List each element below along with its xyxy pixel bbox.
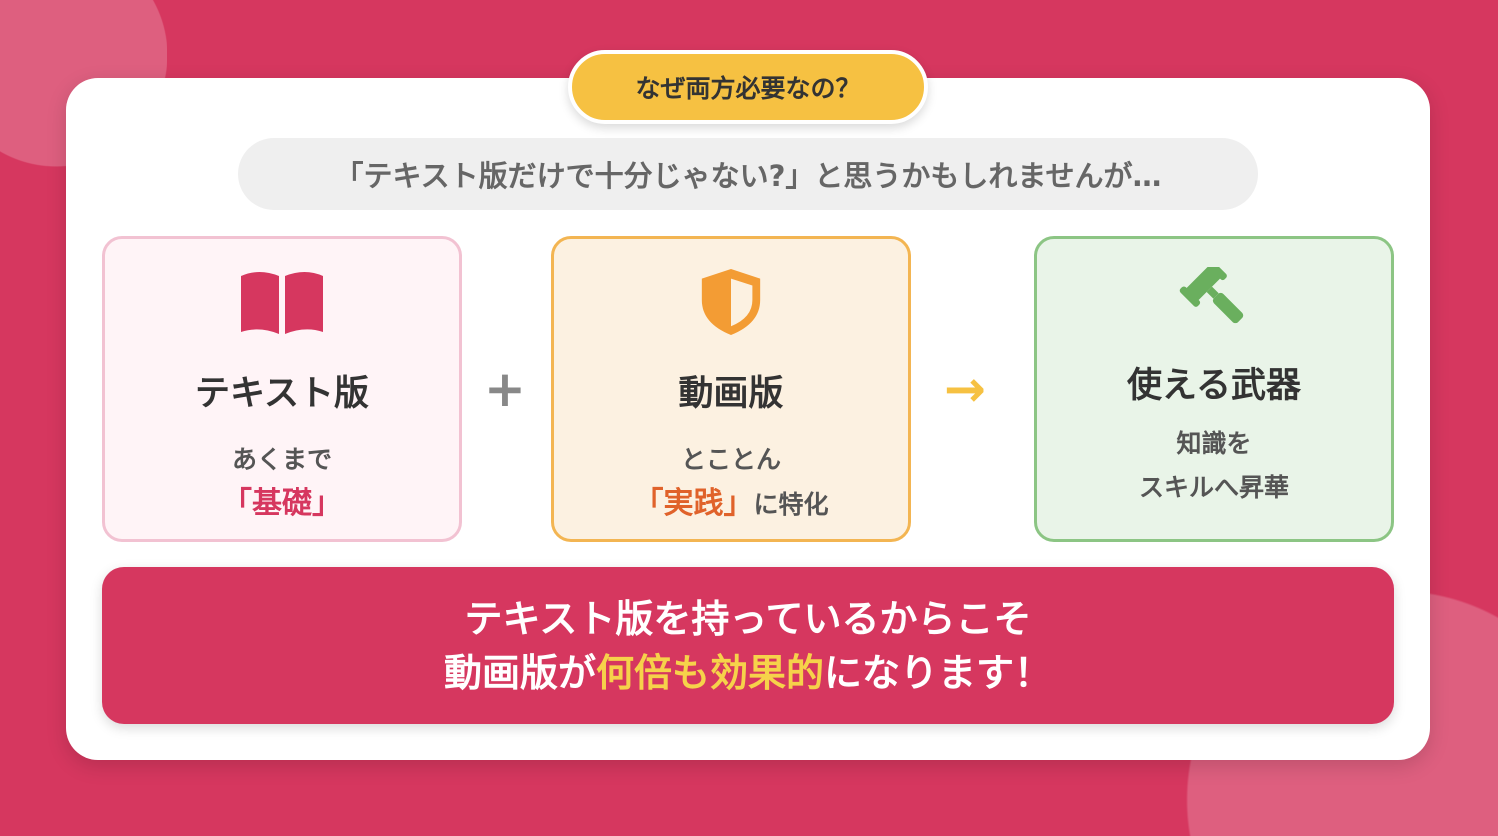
highlight-text: 「実践」 <box>633 486 754 521</box>
gavel-icon <box>1179 267 1244 324</box>
banner-highlight: 何倍も効果的 <box>595 650 824 695</box>
header-badge: なぜ両方必要なの？ <box>568 50 928 124</box>
conclusion-banner: テキスト版を持っているからこそ 動画版が何倍も効果的になります！ <box>102 567 1394 724</box>
card-line: 知識を <box>1176 429 1252 458</box>
question-bubble: 「テキスト版だけで十分じゃない?」と思うかもしれませんが… <box>238 138 1258 210</box>
highlight-text: 「基礎」 <box>222 486 342 521</box>
usable-weapon-card: 使える武器 知識を スキルへ昇華 <box>1034 236 1394 542</box>
video-version-card: 動画版 とことん 「実践」に特化 <box>551 236 911 542</box>
arrow-right-icon: → <box>944 360 986 418</box>
card-title: テキスト版 <box>195 374 369 414</box>
card-line: とことん <box>680 445 781 474</box>
card-subtitle: あくまで 「基礎」 <box>222 438 342 527</box>
card-title: 動画版 <box>678 374 784 414</box>
card-title: 使える武器 <box>1127 366 1301 406</box>
card-subtitle: 知識を スキルへ昇華 <box>1139 422 1289 510</box>
plus-icon: + <box>484 360 526 418</box>
shield-icon <box>701 268 761 336</box>
card-line: に特化 <box>753 490 829 519</box>
banner-line: 動画版が何倍も効果的になります！ <box>444 646 1052 700</box>
card-line: あくまで <box>231 445 332 474</box>
book-icon <box>241 272 323 334</box>
banner-text: 動画版が <box>443 650 596 695</box>
card-subtitle: とことん 「実践」に特化 <box>633 438 828 527</box>
banner-text: になります！ <box>824 650 1053 695</box>
text-version-card: テキスト版 あくまで 「基礎」 <box>102 236 462 542</box>
banner-line: テキスト版を持っているからこそ <box>464 596 1032 641</box>
card-line: スキルへ昇華 <box>1138 473 1289 502</box>
